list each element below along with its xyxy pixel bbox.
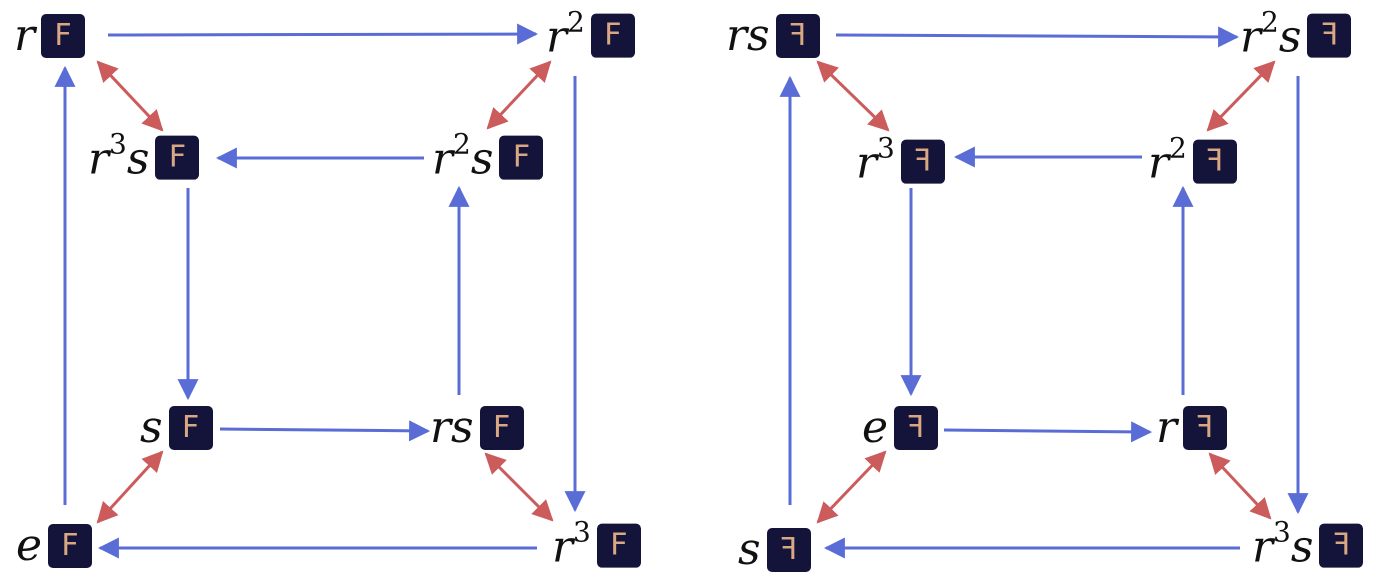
link-r2s-r2 (1206, 60, 1276, 132)
node-label: s (738, 524, 761, 575)
left-node-r: r F (14, 10, 86, 61)
node-label: r3s (1252, 515, 1314, 573)
right-node-r2: r2 F (1148, 131, 1237, 189)
arrow-r-to-r2 (107, 23, 539, 45)
link-rs-r3 (816, 60, 890, 132)
node-label: rs (726, 10, 770, 61)
link-rs-r3 (484, 452, 554, 522)
left-node-e: e F (16, 520, 93, 571)
right-node-s: s F (738, 528, 811, 572)
flipped-f-tile-icon: F (1319, 524, 1364, 568)
node-label: r3 (856, 131, 895, 189)
arrow-rs-to-r2s (835, 26, 1240, 48)
flipped-f-tile-icon: F (766, 528, 811, 572)
left-node-r3: r3 F (552, 515, 641, 573)
arrow-s-to-rs (219, 420, 431, 442)
f-tile-icon: F (596, 524, 641, 568)
node-label: r (1156, 402, 1178, 453)
node-label: r2s (432, 127, 494, 185)
flipped-f-tile-icon: F (1307, 14, 1352, 58)
right-node-e: e F (862, 402, 939, 453)
left-node-s: s F (140, 406, 213, 450)
right-node-r: r F (1156, 402, 1228, 453)
left-node-r2: r2 F (546, 5, 635, 63)
link-r2-r2s (486, 60, 552, 130)
flipped-f-tile-icon: F (775, 14, 820, 58)
link-r-r3s (1208, 452, 1272, 520)
link-r-r3s (96, 60, 164, 132)
f-tile-icon: F (499, 136, 544, 180)
node-label: r3s (88, 127, 150, 185)
node-label: r2 (1148, 131, 1187, 189)
f-tile-icon: F (479, 406, 524, 450)
node-label: rs (430, 402, 474, 453)
flipped-f-tile-icon: F (1183, 406, 1228, 450)
f-tile-icon: F (590, 14, 635, 58)
right-node-rs: rs F (726, 14, 820, 58)
f-tile-icon: F (168, 406, 213, 450)
left-node-rs: rs F (430, 406, 524, 450)
f-tile-icon: F (155, 136, 200, 180)
node-label: e (16, 520, 43, 571)
node-label: r3 (552, 515, 591, 573)
flipped-f-tile-icon: F (894, 406, 939, 450)
node-label: r2 (546, 5, 585, 63)
left-node-r2s: r2s F (432, 127, 544, 185)
node-label: e (862, 402, 889, 453)
node-label: r2s (1240, 5, 1302, 63)
link-e-s (816, 450, 887, 524)
flipped-f-tile-icon: F (1192, 140, 1237, 184)
node-label: s (140, 402, 163, 453)
f-tile-icon: F (48, 524, 93, 568)
right-node-r3s: r3s F (1252, 515, 1364, 573)
flipped-f-tile-icon: F (900, 140, 945, 184)
right-node-r3: r3 F (856, 131, 945, 189)
link-s-e (96, 450, 164, 524)
right-node-r2s: r2s F (1240, 5, 1352, 63)
left-node-r3s: r3s F (88, 127, 200, 185)
f-tile-icon: F (41, 14, 86, 58)
arrow-e-to-r (943, 421, 1153, 443)
node-label: r (14, 10, 36, 61)
